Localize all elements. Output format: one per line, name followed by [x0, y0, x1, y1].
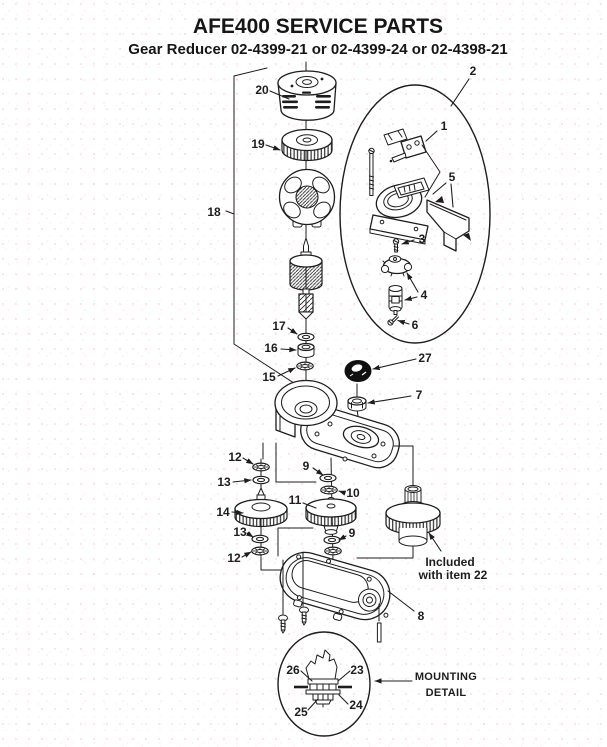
fan-gear-part [281, 128, 333, 162]
bracket-5-part [426, 196, 471, 252]
callout-1-number: 1 [441, 119, 448, 133]
callout-12a: 12 [228, 450, 254, 465]
callout-13a-number: 13 [217, 475, 231, 489]
callout-27-number: 27 [418, 351, 432, 365]
seal-27-part [344, 360, 372, 382]
switch-detail-balloon: 2 1 [339, 64, 491, 344]
washer-15-part [296, 361, 314, 371]
callout-19: 19 [251, 137, 281, 151]
long-screw-part [368, 147, 375, 196]
stator-part [278, 168, 336, 228]
callout-19-number: 19 [251, 137, 265, 151]
callout-3: 3 [401, 232, 426, 246]
callout-25: 25 [294, 698, 319, 719]
included-with-item22-annotation: Included with item 22 [418, 532, 488, 582]
callout-23-number: 23 [350, 663, 364, 677]
callout-7: 7 [367, 388, 423, 405]
upper-gear-housing-part [274, 379, 400, 469]
callout-8: 8 [387, 590, 425, 623]
washer-9a-part [319, 473, 337, 483]
callout-15: 15 [262, 367, 296, 384]
motor-mount-part [369, 177, 430, 245]
callout-13b-number: 13 [233, 525, 247, 539]
callout-24-number: 24 [349, 698, 363, 712]
callout-9b-number: 9 [349, 526, 356, 540]
callout-27: 27 [372, 351, 432, 371]
washer-9b-part [323, 535, 341, 545]
callout-11-number: 11 [289, 493, 302, 507]
callout-14: 14 [216, 505, 244, 519]
callout-4: 4 [404, 272, 428, 302]
washer-12a-part [252, 462, 270, 472]
callout-14-number: 14 [216, 505, 230, 519]
callout-2: 2 [450, 64, 477, 107]
callout-5-number: 5 [449, 170, 456, 184]
included-line2: with item 22 [418, 568, 488, 582]
motor-end-cap-part [277, 70, 337, 121]
nut-7-part [347, 383, 367, 432]
callout-15-number: 15 [262, 370, 276, 384]
callout-7-number: 7 [416, 388, 423, 402]
callout-17-number: 17 [272, 319, 286, 333]
callout-25-number: 25 [294, 705, 308, 719]
callout-10-number: 10 [346, 486, 360, 500]
page-subtitle: Gear Reducer 02-4399-21 or 02-4399-24 or… [128, 41, 507, 58]
callout-9b: 9 [338, 526, 356, 541]
washer-13a-part [252, 475, 270, 485]
callout-20: 20 [255, 83, 290, 100]
callout-12b: 12 [227, 551, 252, 565]
armature-part [289, 237, 323, 328]
mounting-detail-drawing [294, 649, 352, 708]
washer-13b-part [251, 534, 269, 544]
washer-9c-part [324, 546, 342, 556]
callout-18: 18 [207, 67, 304, 390]
callout-6-number: 6 [412, 318, 419, 332]
callout-10: 10 [338, 486, 360, 500]
cover-screw-axes [282, 551, 380, 622]
callout-5: 5 [432, 170, 456, 208]
included-line1: Included [425, 555, 474, 569]
governor-4-part [380, 255, 413, 315]
callout-20-number: 20 [255, 83, 269, 97]
washer-17-part [297, 332, 315, 342]
callout-13b: 13 [233, 525, 254, 539]
callout-2-number: 2 [470, 64, 477, 78]
callout-24: 24 [338, 694, 363, 712]
callout-3-number: 3 [419, 232, 426, 246]
callout-16-number: 16 [264, 341, 278, 355]
screw-6-part [387, 315, 399, 326]
callout-9a: 9 [303, 459, 324, 476]
mounting-detail-annotation: MOUNTING DETAIL [374, 671, 477, 699]
mounting-line1: MOUNTING [415, 671, 477, 683]
callout-9a-number: 9 [303, 459, 310, 473]
washer-12b-part [251, 546, 269, 556]
callout-12b-number: 12 [227, 551, 241, 565]
output-gear-item22-part [385, 485, 441, 547]
switch-part [383, 128, 441, 198]
callout-26-number: 26 [286, 663, 300, 677]
callout-4-number: 4 [421, 288, 428, 302]
callout-18-number: 18 [207, 205, 221, 219]
mounting-line2: DETAIL [426, 687, 467, 699]
screw-3-part [392, 238, 400, 253]
lower-cover-part [279, 551, 391, 621]
callout-17: 17 [272, 319, 298, 335]
callout-26: 26 [286, 663, 313, 682]
callout-1: 1 [425, 119, 448, 142]
page-title: AFE400 SERVICE PARTS [193, 15, 443, 38]
callout-23: 23 [337, 663, 364, 682]
bearing-16-part [297, 342, 315, 358]
callout-11: 11 [289, 493, 317, 509]
callout-16: 16 [264, 341, 297, 355]
gear-11-part [305, 497, 357, 535]
callout-6: 6 [397, 318, 419, 332]
washer-10-part [320, 485, 338, 495]
callout-12a-number: 12 [228, 450, 242, 464]
gear-14-part [234, 487, 288, 528]
callout-8-number: 8 [418, 609, 425, 623]
mounting-detail-balloon: 26 23 25 24 [277, 631, 371, 737]
cover-screws-part [278, 606, 382, 643]
callout-13a: 13 [217, 475, 252, 489]
